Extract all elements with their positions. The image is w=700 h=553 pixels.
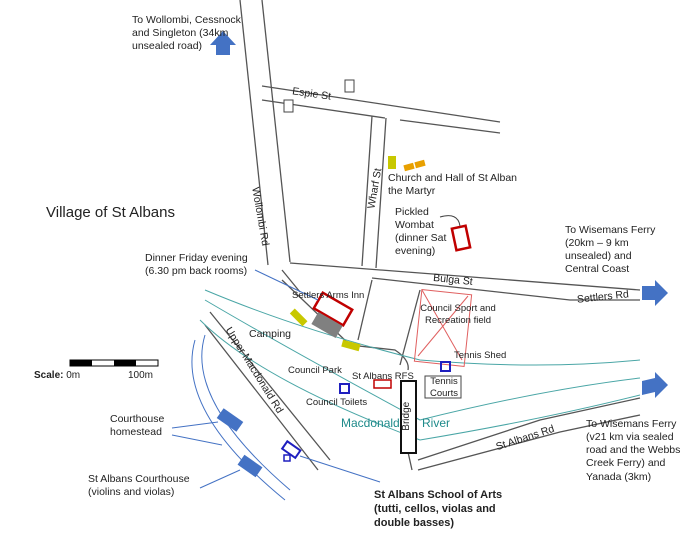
wharf-st xyxy=(361,115,387,269)
camping-label: Camping xyxy=(249,328,292,340)
st-albans-rd xyxy=(417,397,641,471)
scale-label: Scale: 0m xyxy=(34,370,80,383)
settlers-arms-inn-label: Settlers Arms Inn xyxy=(292,290,365,301)
pointers xyxy=(171,421,381,489)
arrow-right-icon xyxy=(642,280,668,306)
rfs-building xyxy=(373,379,392,389)
bridge-label: Bridge xyxy=(401,401,413,431)
settlers-block xyxy=(281,269,421,371)
building-small xyxy=(283,99,294,113)
roads xyxy=(204,0,641,471)
bulga-st xyxy=(289,262,641,301)
school-annex xyxy=(283,454,291,462)
bridge xyxy=(400,380,417,454)
dinner-pointer xyxy=(254,269,319,301)
scale-start: 0m xyxy=(66,370,81,381)
council-park-label: Council Park xyxy=(288,365,342,376)
wollombi-rd xyxy=(239,0,291,266)
wisemans-ferry-label-2: To Wisemans Ferry (v21 km via sealed roa… xyxy=(586,418,681,483)
wollombi-direction-label: To Wollombi, Cessnock and Singleton (34k… xyxy=(132,14,241,53)
homestead-building xyxy=(216,408,244,432)
camping-area xyxy=(289,308,308,327)
courthouse-label: St Albans Courthouse (violins and violas… xyxy=(88,473,190,499)
church-hall xyxy=(414,159,426,169)
tennis-shed xyxy=(440,361,451,372)
camping-area xyxy=(341,339,361,352)
council-toilets-label: Council Toilets xyxy=(306,397,368,408)
scale-title: Scale: xyxy=(34,370,64,381)
church-marker xyxy=(388,156,396,169)
scale-end: 100m xyxy=(128,370,154,381)
toilets-building xyxy=(339,383,350,394)
river-label-macdonald: Macdonald xyxy=(341,416,400,430)
pickled-wombat-label: Pickled Wombat (dinner Sat evening) xyxy=(395,206,447,258)
building-small xyxy=(344,79,355,93)
scale-bar xyxy=(69,359,159,367)
espie-st xyxy=(261,85,501,134)
map-title: Village of St Albans xyxy=(46,204,175,221)
river-label-river: River xyxy=(422,416,451,430)
sport-field-label: Council Sport and Recreation field xyxy=(420,303,496,326)
tennis-shed-label: Tennis Shed xyxy=(454,350,507,361)
wombat-pointer xyxy=(439,215,461,227)
courthouse-homestead-label: Courthouse homestead xyxy=(110,413,165,439)
pickled-wombat-building xyxy=(450,224,472,252)
school-of-arts-label: St Albans School of Arts (tutti, cellos,… xyxy=(374,489,503,529)
arrow-up-icon xyxy=(210,31,236,55)
sport-field xyxy=(413,289,473,367)
river-lines xyxy=(199,289,641,441)
wisemans-ferry-label-1: To Wisemans Ferry (20km – 9 km unsealed)… xyxy=(565,224,656,276)
road-bridge-south xyxy=(407,451,413,471)
upper-macdonald-rd xyxy=(204,311,331,471)
dinner-label: Dinner Friday evening (6.30 pm back room… xyxy=(145,252,248,278)
tennis-courts xyxy=(424,375,462,399)
river-bank-lines xyxy=(191,334,291,501)
tennis-courts-label: Tennis Courts xyxy=(430,376,458,399)
courthouse-building xyxy=(237,454,263,478)
school-of-arts-building xyxy=(280,439,302,460)
inn-annex xyxy=(311,311,343,339)
rfs-label: St Albans RFS xyxy=(352,371,414,382)
arrows xyxy=(210,31,668,398)
arrow-right-icon xyxy=(642,372,668,398)
church-label: Church and Hall of St Alban the Martyr xyxy=(388,172,517,198)
church-building xyxy=(403,162,415,172)
settlers-arms-inn-building xyxy=(312,290,354,328)
